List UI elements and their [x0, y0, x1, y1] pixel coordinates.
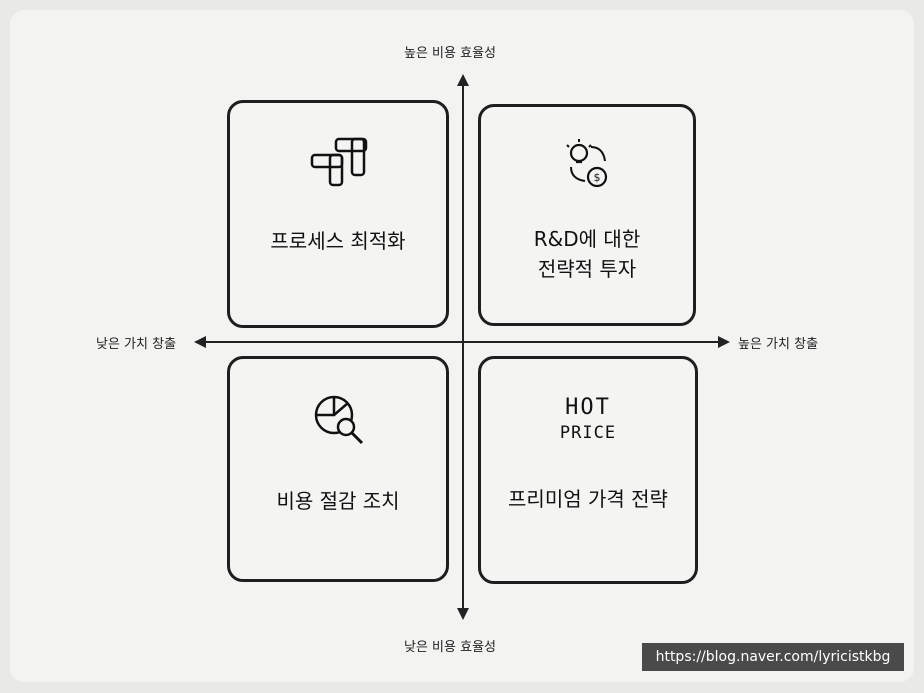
process-blocks-icon: [310, 137, 368, 187]
price-text: PRICE: [559, 423, 617, 443]
quadrant-premium-pricing: HOT PRICE 프리미엄 가격 전략: [478, 356, 698, 584]
quadrant-label: 비용 절감 조치: [276, 489, 400, 513]
horizontal-axis-right-arrow: [718, 336, 730, 348]
pie-chart-search-icon: [314, 395, 364, 445]
quadrant-process-optimization: 프로세스 최적화: [227, 100, 449, 328]
axis-label-top: 높은 비용 효율성: [404, 46, 496, 61]
idea-investment-icon: $: [566, 139, 608, 188]
quadrant-cost-reduction: 비용 절감 조치: [227, 356, 449, 582]
quadrant-label-line2: 전략적 투자: [537, 257, 637, 281]
vertical-axis-top-arrow: [457, 74, 469, 86]
quadrant-label: 프로세스 최적화: [270, 229, 406, 253]
hot-text: HOT: [565, 395, 611, 420]
watermark: https://blog.naver.com/lyricistkbg: [642, 643, 904, 671]
vertical-axis-bottom-arrow: [457, 608, 469, 620]
axis-label-right: 높은 가치 창출: [738, 337, 819, 352]
axis-label-left: 낮은 가치 창출: [96, 337, 177, 352]
hot-price-icon: HOT PRICE: [481, 395, 695, 445]
quadrant-rnd-investment: $ R&D에 대한 전략적 투자: [478, 104, 696, 326]
quadrant-label: 프리미엄 가격 전략: [508, 487, 668, 511]
svg-text:$: $: [594, 171, 601, 184]
horizontal-axis-left-arrow: [194, 336, 206, 348]
quadrant-label-line1: R&D에 대한: [533, 227, 641, 251]
axis-label-bottom: 낮은 비용 효율성: [404, 640, 496, 655]
